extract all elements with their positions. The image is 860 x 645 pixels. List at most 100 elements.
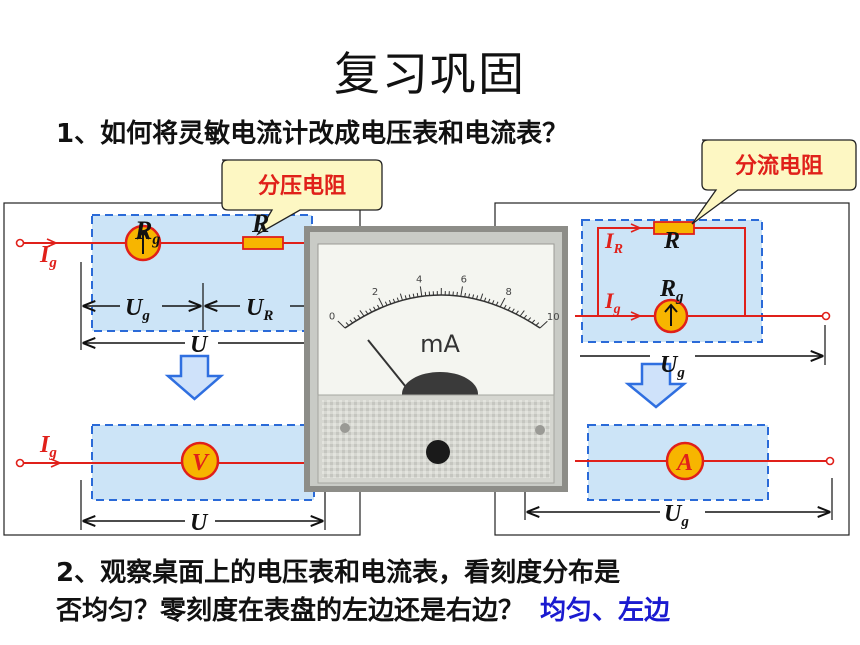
left-u-label: U [190, 332, 209, 358]
meter-tick [495, 301, 499, 306]
meter-tick-label: 2 [372, 287, 378, 298]
meter-tick [456, 291, 458, 296]
meter-tick [353, 317, 357, 321]
transform-down-arrow-icon [624, 362, 688, 409]
right-ug-label: Ug [660, 352, 685, 381]
current-arrow-icon [50, 458, 61, 468]
meter-tick [369, 308, 373, 313]
meter-tick [408, 294, 411, 299]
meter-tick-label: 0 [329, 311, 335, 322]
current-shunt-callout-text: 分流电阻 [735, 153, 823, 179]
question-2-line-1: 2、观察桌面上的电压表和电流表，看刻度分布是 [56, 558, 621, 588]
question-2-answer: 均匀、左边 [540, 596, 671, 626]
meter-tick [503, 304, 507, 309]
meter-screw [535, 425, 545, 435]
left-ur-label: UR [246, 295, 273, 324]
meter-tick [345, 322, 350, 326]
left-rg-label: Rg [134, 216, 160, 248]
meter-tick [476, 295, 479, 300]
meter-tick [483, 297, 487, 302]
right-rg-label: Rg [659, 276, 684, 305]
meter-tick [468, 293, 471, 298]
question-1: 1、如何将灵敏电流计改成电压表和电流表？ [56, 119, 569, 149]
meter-tick [396, 297, 400, 302]
meter-screw [340, 423, 350, 433]
ammeter-symbol [665, 441, 705, 481]
terminal-left [15, 238, 25, 248]
meter-adjust-knob [426, 440, 450, 464]
right-ig-label: Ig [604, 288, 621, 317]
meter-tick [464, 292, 466, 297]
meter-scale-arc [344, 294, 541, 329]
terminal-right [821, 311, 831, 321]
meter-tick-labels: 0 2 4 6 8 10 [329, 275, 560, 323]
meter-tick [499, 297, 506, 308]
series-resistor [242, 236, 284, 250]
left-ug-label: Ug [125, 295, 150, 324]
meter-tick [337, 320, 346, 329]
meter-tick [515, 310, 519, 315]
meter-needle [367, 339, 411, 393]
meter-tick [491, 300, 495, 305]
shunt-resistor [653, 221, 695, 235]
galvanometer-arrow-icon [664, 303, 678, 326]
voltage-divider-callout [221, 159, 383, 236]
ammeter-symbol-letter: A [675, 450, 693, 476]
left-current-label: Ig [39, 242, 57, 271]
voltmeter-symbol-letter: V [192, 450, 210, 476]
meter-tick [535, 322, 540, 326]
meter-tick [487, 298, 491, 303]
meter-tick [511, 308, 515, 313]
meter-tick [357, 314, 361, 319]
meter-tick [523, 314, 527, 319]
meter-tick [399, 293, 403, 301]
meter-tick [349, 319, 353, 324]
terminal-left-2 [15, 458, 25, 468]
meter-tick [388, 300, 392, 305]
page-title: 复习巩固 [334, 47, 526, 101]
meter-tick [527, 317, 532, 321]
meter-ticks [337, 286, 548, 329]
right-ug-label-2: Ug [664, 501, 689, 530]
meter-tick [373, 306, 376, 311]
right-r-label: R [663, 228, 680, 254]
meter-tick [519, 310, 525, 317]
meter-tick [359, 310, 365, 317]
question-2-text: 否均匀？零刻度在表盘的左边还是右边？ [56, 596, 525, 626]
meter-tick [392, 298, 396, 303]
galvanometer-arrow-icon [136, 230, 150, 254]
meter-tick-label: 6 [461, 275, 467, 286]
meter-tick-label: 8 [505, 287, 511, 298]
meter-tick [472, 294, 475, 299]
left-u-label-2: U [190, 510, 209, 536]
left-r-label: R [251, 209, 269, 238]
meter-tick [531, 319, 536, 324]
meter-tick [460, 286, 463, 297]
meter-tick [365, 310, 369, 315]
voltage-divider-callout-text: 分压电阻 [258, 174, 346, 199]
current-arrow-icon [46, 238, 57, 248]
meter-tick [416, 292, 419, 297]
right-ir-label: IR [604, 228, 623, 257]
meter-unit-label: mA [420, 330, 460, 358]
meter-tick [539, 320, 548, 329]
current-shunt-callout [691, 139, 857, 225]
meter-tick [377, 304, 380, 309]
current-arrow-icon [630, 311, 641, 321]
current-arrow-icon [630, 223, 641, 233]
transform-down-arrow-icon [164, 354, 225, 401]
left-current-label-2: Ig [39, 432, 57, 461]
terminal-right-2 [825, 456, 835, 466]
voltmeter-symbol [180, 441, 220, 481]
meter-tick [404, 295, 407, 300]
meter-texture [322, 400, 550, 478]
meter-tick [419, 286, 423, 297]
meter-tick [378, 297, 384, 308]
meter-tick [507, 306, 511, 311]
meter-tick-label: 4 [416, 275, 422, 286]
question-2-line-2: 否均匀？零刻度在表盘的左边还是右边？ 均匀、左边 [56, 590, 670, 627]
meter-tick-label: 10 [547, 312, 560, 323]
milliammeter-photo [304, 226, 568, 492]
meter-tick [384, 301, 388, 306]
